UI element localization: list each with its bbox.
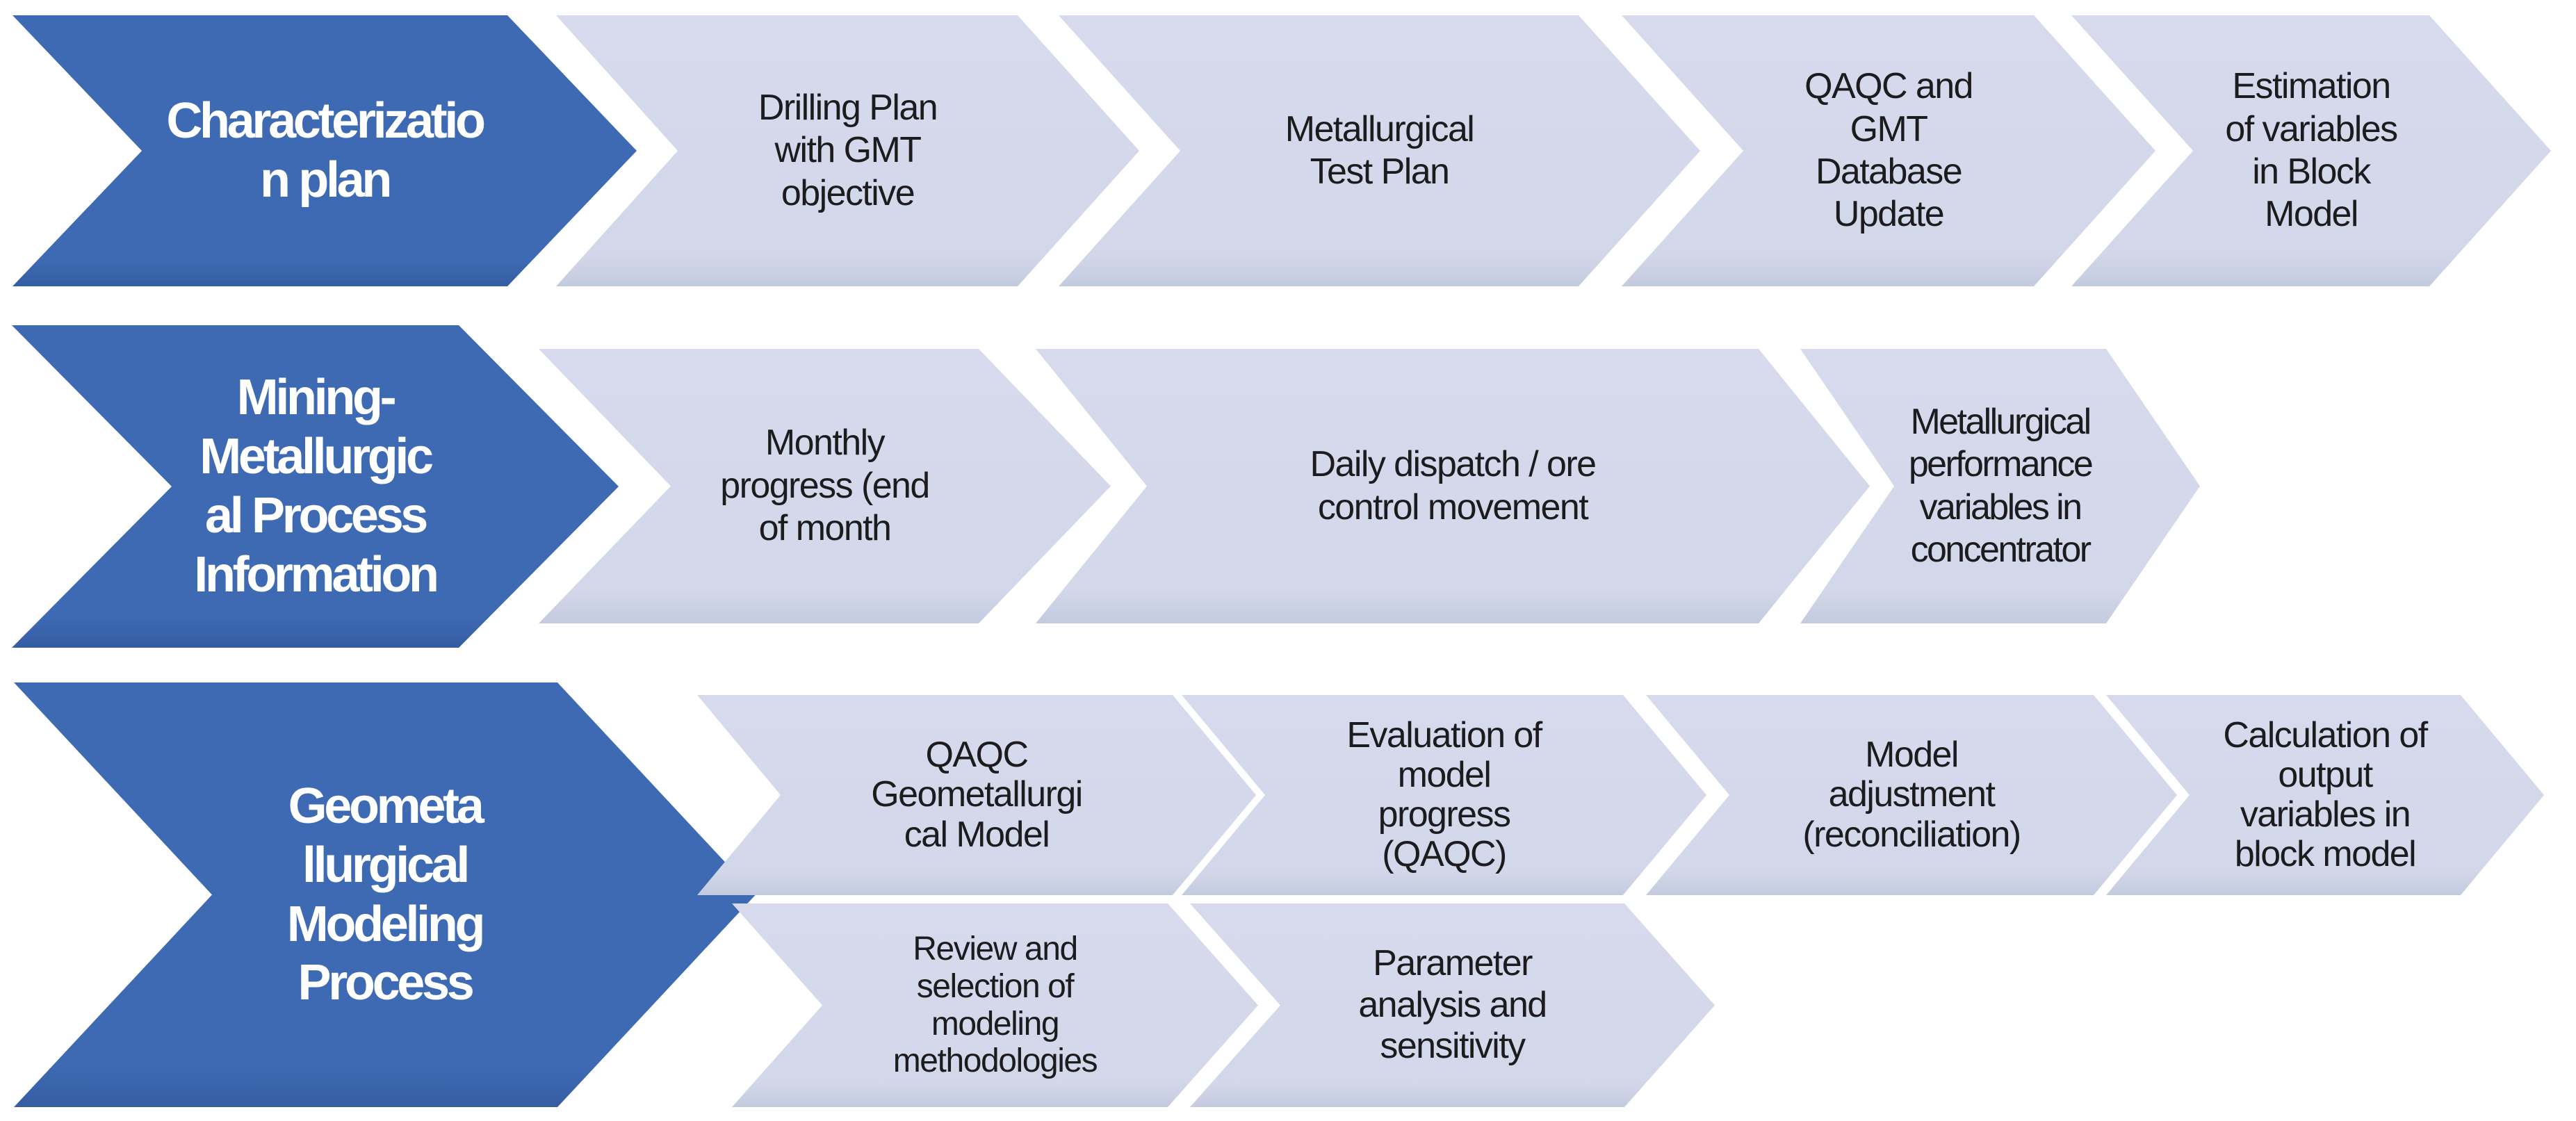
chevron-monthly-progress: Monthly progress (end of month — [539, 349, 1111, 623]
step-label: Monthly progress (end of month — [720, 423, 929, 549]
step-label: Evaluation of model progress (QAQC) — [1346, 714, 1542, 875]
step-label: Calculation of output variables in block… — [2223, 714, 2427, 875]
stage-label: Characterizatio n plan — [166, 93, 483, 208]
step-label: Estimation of variables in Block Model — [2225, 66, 2397, 235]
step-label: Metallurgical Test Plan — [1285, 108, 1474, 192]
chevron-evaluation-model-progress: Evaluation of model progress (QAQC) — [1182, 695, 1706, 895]
stage-label: Geometa llurgical Modeling Process — [286, 778, 483, 1011]
step-label: Daily dispatch / ore control movement — [1310, 444, 1596, 527]
chevron-daily-dispatch-ore-control: Daily dispatch / ore control movement — [1036, 349, 1870, 623]
chevron-qaqc-geometallurgical-model: QAQC Geometallurgi cal Model — [697, 695, 1256, 895]
stage-label: Mining- Metallurgic al Process Informati… — [194, 370, 437, 603]
chevron-mining-metallurgical-process-information: Mining- Metallurgic al Process Informati… — [12, 325, 619, 648]
chevron-qaqc-gmt-database-update: QAQC and GMT Database Update — [1622, 15, 2155, 286]
chevron-geometallurgical-modeling-process: Geometa llurgical Modeling Process — [14, 682, 756, 1107]
step-label: Parameter analysis and sensitivity — [1358, 942, 1547, 1067]
chevron-parameter-analysis-sensitivity: Parameter analysis and sensitivity — [1190, 903, 1715, 1107]
step-label: Model adjustment (reconciliation) — [1802, 735, 2021, 855]
chevron-review-selection-methodologies: Review and selection of modeling methodo… — [732, 903, 1258, 1107]
step-label: QAQC and GMT Database Update — [1804, 66, 1973, 235]
step-label: Drilling Plan with GMT objective — [758, 87, 938, 213]
chevron-drilling-plan: Drilling Plan with GMT objective — [556, 15, 1139, 286]
chevron-metallurgical-test-plan: Metallurgical Test Plan — [1059, 15, 1700, 286]
chevron-characterization-plan: Characterizatio n plan — [13, 15, 637, 286]
step-label: Review and selection of modeling methodo… — [892, 931, 1098, 1080]
chevron-model-adjustment-reconciliation: Model adjustment (reconciliation) — [1646, 695, 2177, 895]
step-label: Metallurgical performance variables in c… — [1908, 401, 2092, 570]
step-label: QAQC Geometallurgi cal Model — [871, 735, 1082, 855]
